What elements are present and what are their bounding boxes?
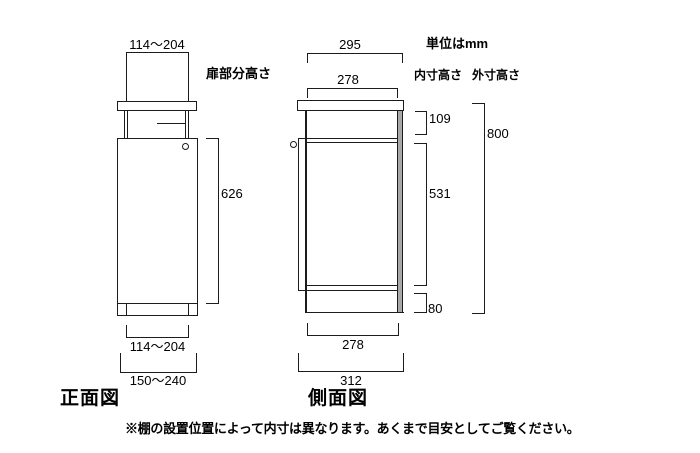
dim-line (472, 313, 485, 314)
front-upper-door-handle-line (157, 123, 186, 124)
front-body-bottom-line (117, 314, 198, 316)
dim-line (472, 102, 485, 104)
front-base-edge (125, 303, 127, 315)
front-door-top-line (117, 137, 197, 139)
front-top-board (117, 101, 197, 111)
front-body-right-line (196, 138, 198, 315)
front-body-left-line (117, 138, 118, 315)
dim-line (126, 325, 127, 337)
dim-line (126, 336, 189, 338)
dim-line (398, 323, 399, 335)
side-bottom-shelf-line (298, 290, 397, 291)
front-upper-door-edge (185, 111, 186, 138)
dim-line (402, 53, 403, 63)
side-upper-inner-height-value: 109 (429, 111, 451, 126)
front-bottom-outer-width-value: 150～240 (129, 373, 187, 388)
front-door-bottom-line (117, 302, 197, 304)
dim-line (414, 312, 426, 313)
dim-line (415, 134, 427, 135)
side-body-front-line (305, 111, 307, 313)
front-door-knob (181, 142, 189, 150)
side-door-knob (289, 140, 297, 148)
dim-line (126, 52, 188, 53)
side-bottom-shelf-line (306, 284, 397, 286)
footer-note: ※棚の設置位置によって内寸は異なります。あくまで目安としてご覧ください。 (125, 421, 580, 436)
door-part-height-label: 扉部分高さ (206, 66, 272, 81)
side-top-shelf-line (306, 142, 397, 143)
dim-line (120, 371, 197, 373)
dim-line (307, 88, 397, 89)
dim-line (484, 102, 485, 314)
dim-line (415, 111, 427, 112)
unit-label: 単位はmm (426, 36, 489, 51)
dim-line (195, 353, 197, 372)
front-upper-door-edge (127, 111, 128, 138)
dim-line (188, 325, 189, 337)
side-bottom-outer-depth-value: 312 (340, 373, 362, 388)
inner-height-label: 内寸高さ (414, 68, 463, 82)
side-base-bottom-line (305, 312, 404, 313)
dim-line (307, 53, 403, 54)
dim-line (425, 293, 427, 313)
dim-line (126, 52, 127, 101)
dim-line (206, 303, 219, 304)
dim-line (307, 334, 399, 336)
side-top-outer-depth-value: 295 (339, 37, 361, 52)
side-top-board (297, 100, 404, 111)
dim-line (218, 137, 219, 304)
side-view-label: 側面図 (308, 388, 369, 409)
dim-line (120, 353, 121, 372)
side-top-shelf-line (298, 137, 397, 139)
front-view-label: 正面図 (60, 388, 121, 409)
side-top-inner-depth-value: 278 (337, 72, 359, 87)
front-top-width-value: 114～204 (129, 37, 185, 52)
dim-line (414, 285, 426, 286)
dim-line (414, 293, 426, 294)
dim-line (298, 353, 299, 371)
dim-line (187, 52, 189, 101)
front-bottom-inner-width-value: 114～204 (129, 339, 186, 354)
front-door-height-value: 626 (221, 186, 243, 201)
dim-line (426, 111, 427, 135)
dim-line (307, 88, 308, 98)
front-upper-door-edge (188, 111, 189, 138)
dim-line (307, 53, 308, 63)
dim-line (298, 370, 404, 372)
side-door-front-line (298, 137, 299, 291)
dim-line (396, 88, 398, 98)
front-base-edge (187, 303, 189, 315)
dim-line (425, 142, 427, 286)
outer-height-label: 外寸高さ (472, 68, 521, 82)
side-base-height-value: 80 (428, 301, 443, 316)
side-total-height-value: 800 (487, 126, 509, 141)
front-upper-door-edge (124, 111, 125, 138)
side-main-inner-height-value: 531 (429, 186, 451, 201)
dim-line (206, 137, 219, 139)
dim-line (307, 323, 308, 335)
side-back-panel (396, 111, 403, 313)
side-bottom-inner-depth-value: 278 (342, 337, 364, 352)
dim-line (414, 142, 426, 144)
dim-line (403, 353, 404, 371)
